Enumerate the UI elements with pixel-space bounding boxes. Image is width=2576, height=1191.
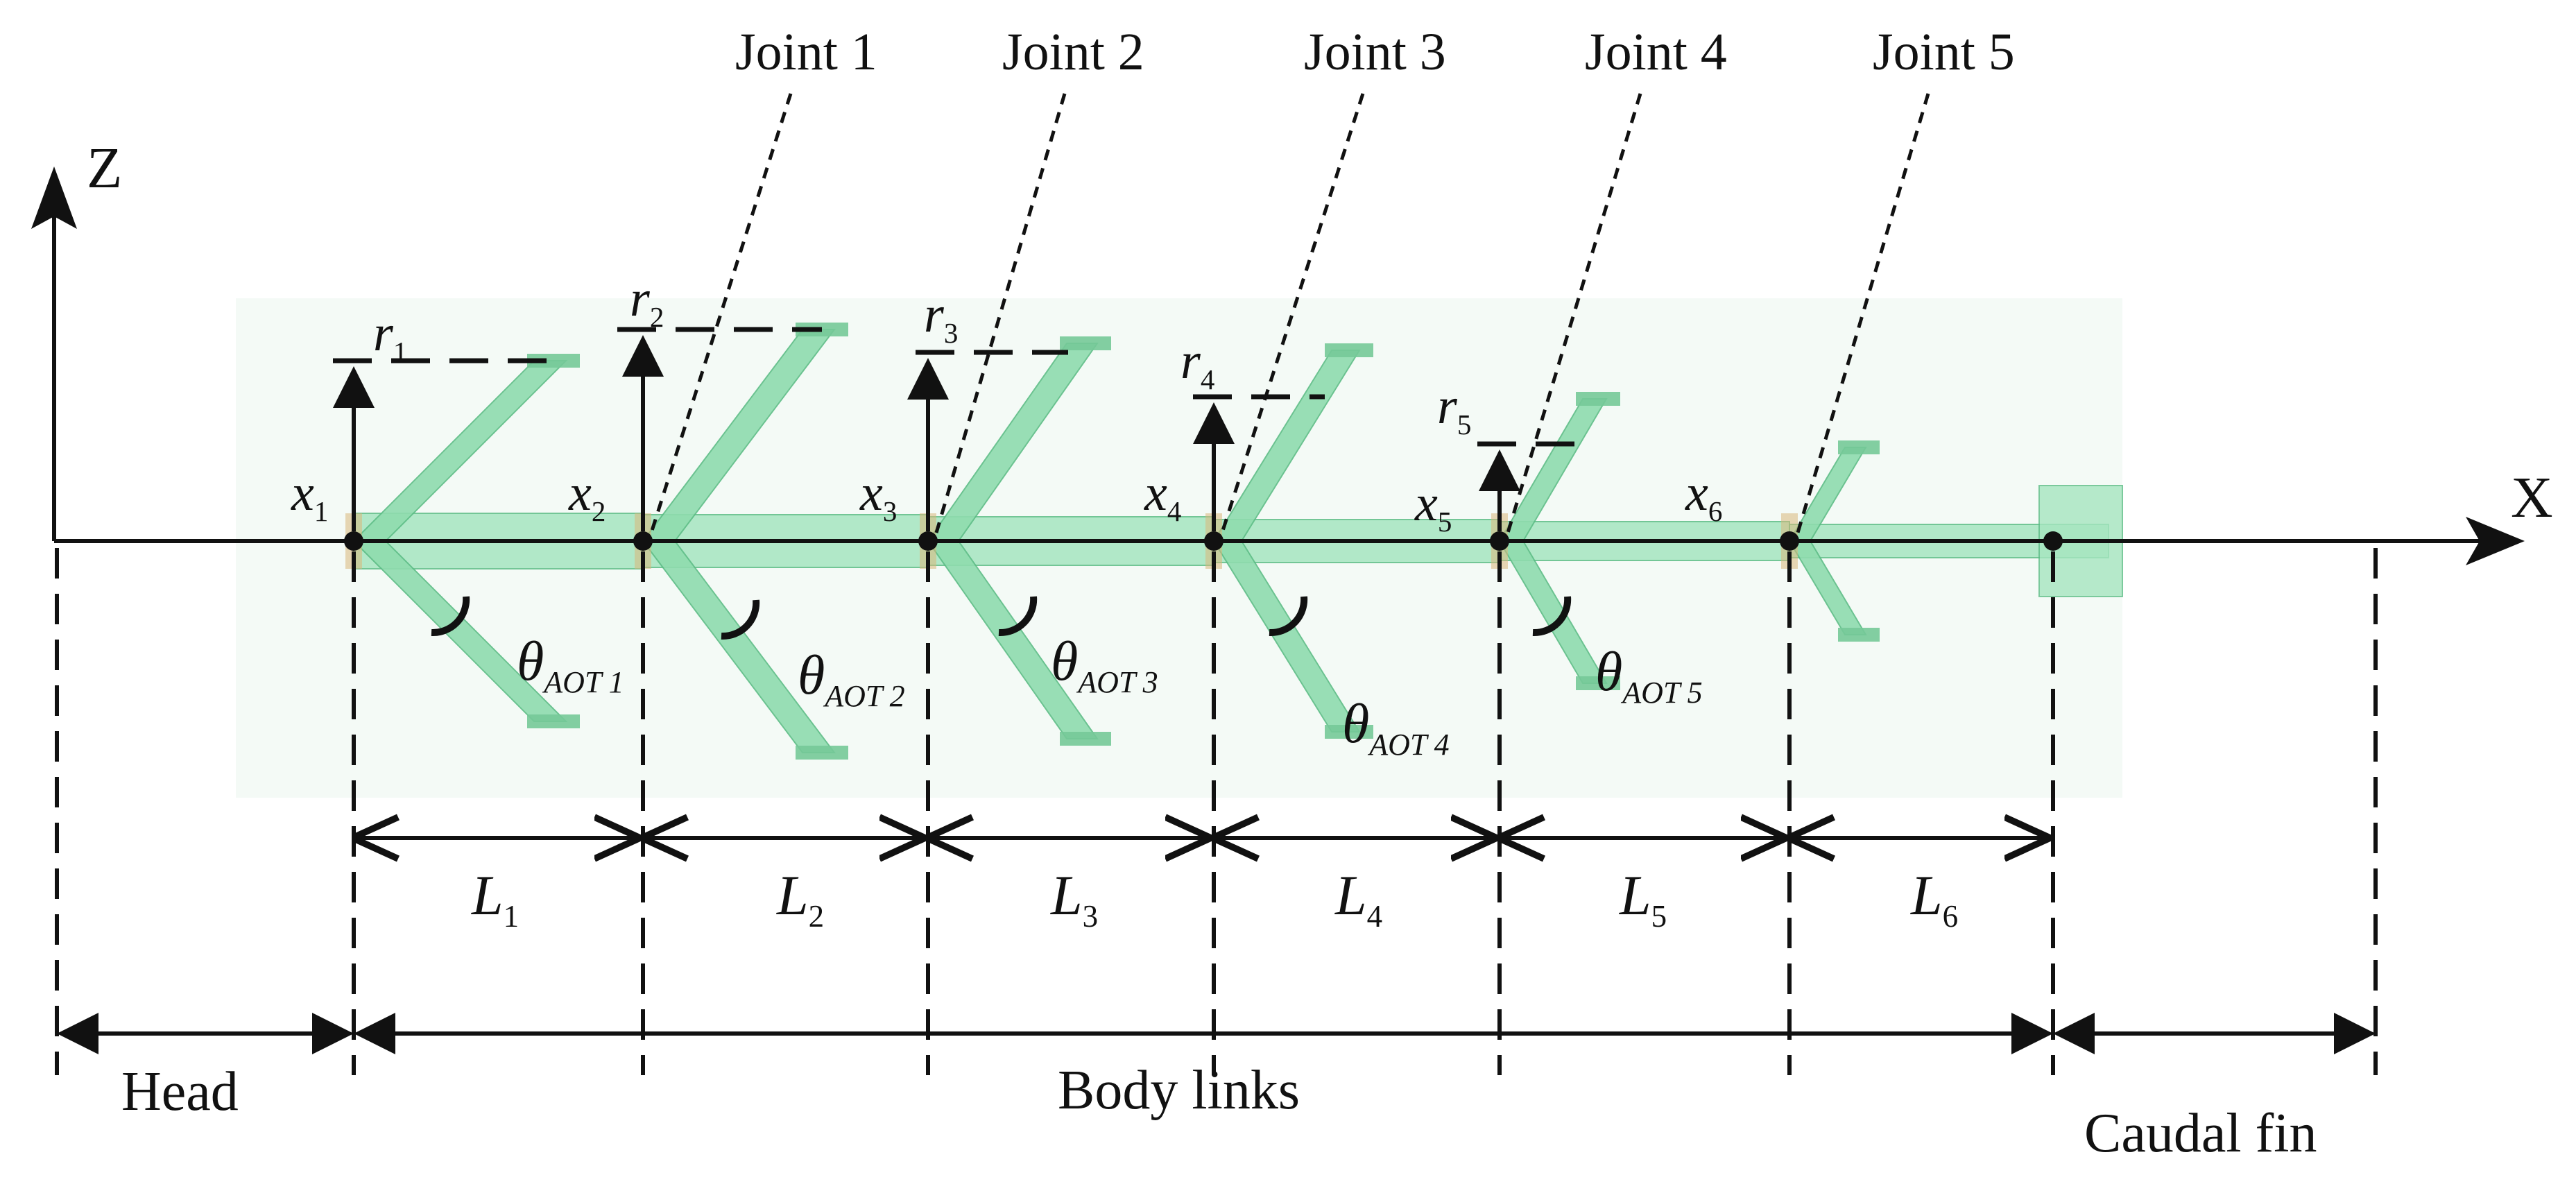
section-label-caudal-fin: Caudal fin <box>2084 1103 2317 1164</box>
node-dot <box>2043 531 2063 551</box>
angle-arc <box>1269 596 1308 637</box>
coordinate-axes: X Z <box>31 136 2553 565</box>
angle-label: θAOT 4 <box>1342 694 1450 762</box>
length-label: L3 <box>1050 864 1098 934</box>
node-dot <box>1780 531 1799 551</box>
x-position-label: x6 <box>1685 465 1722 527</box>
fin-tip-tab <box>1325 343 1373 357</box>
angle-arc <box>1532 596 1572 637</box>
annotations: x1 x2 x3 x4 x5 x6 r1 r2 r3 r4 r5 Joint 1 Joint 2 Join… <box>55 23 2378 1164</box>
radius-label: r4 <box>1180 333 1214 395</box>
node-dot <box>633 531 653 551</box>
joint-label: Joint 2 <box>1002 23 1144 81</box>
node-dot <box>1204 531 1223 551</box>
length-label: L6 <box>1910 864 1958 934</box>
x-position-label: x5 <box>1414 475 1452 538</box>
joint-label: Joint 4 <box>1585 23 1727 81</box>
angle-label: θAOT 5 <box>1595 642 1703 710</box>
node-dot <box>1490 531 1509 551</box>
length-label: L4 <box>1334 864 1382 934</box>
radius-label: r1 <box>373 305 407 368</box>
angle-arc <box>431 596 470 637</box>
z-axis-label: Z <box>87 136 122 200</box>
fin-tip-tab <box>1838 440 1880 454</box>
z-axis-arrowhead <box>31 166 77 229</box>
fin-tip-tab <box>1576 392 1620 406</box>
angle-label: θAOT 3 <box>1051 631 1158 699</box>
x-position-label: x4 <box>1144 465 1181 527</box>
radius-label: r5 <box>1437 378 1471 440</box>
fin-tip-tab <box>1325 725 1373 739</box>
x-position-label: x2 <box>568 465 606 527</box>
fin-tip-tab <box>1576 676 1620 690</box>
fin-tip-tab <box>1060 336 1111 350</box>
length-label: L5 <box>1619 864 1667 934</box>
angle-label: θAOT 2 <box>798 645 905 713</box>
joint-label: Joint 5 <box>1873 23 2015 81</box>
node-dot <box>344 531 363 551</box>
node-dot <box>918 531 938 551</box>
section-label-body: Body links <box>1058 1060 1300 1121</box>
radius-label: r2 <box>630 271 664 333</box>
angle-label: θAOT 1 <box>517 631 624 699</box>
robot-fish-body <box>236 298 2123 798</box>
fin-tip-tab <box>796 746 848 760</box>
length-label: L2 <box>776 864 824 934</box>
angle-arc <box>998 596 1038 637</box>
joint-label: Joint 1 <box>735 23 877 81</box>
fin-tip-tab <box>1838 628 1880 642</box>
radius-label: r3 <box>924 286 958 349</box>
x-axis-label: X <box>2511 465 2553 530</box>
fin-tip-tab <box>527 714 580 728</box>
joint-label: Joint 3 <box>1304 23 1446 81</box>
x-axis-arrowhead <box>2466 517 2525 565</box>
fin-tip-tab <box>527 354 580 368</box>
fin-tip-tab <box>1060 732 1111 746</box>
angle-arc <box>721 599 760 640</box>
section-label-head: Head <box>121 1061 239 1122</box>
length-label: L1 <box>471 864 519 934</box>
x-position-label: x3 <box>859 465 897 527</box>
x-position-label: x1 <box>291 465 328 527</box>
